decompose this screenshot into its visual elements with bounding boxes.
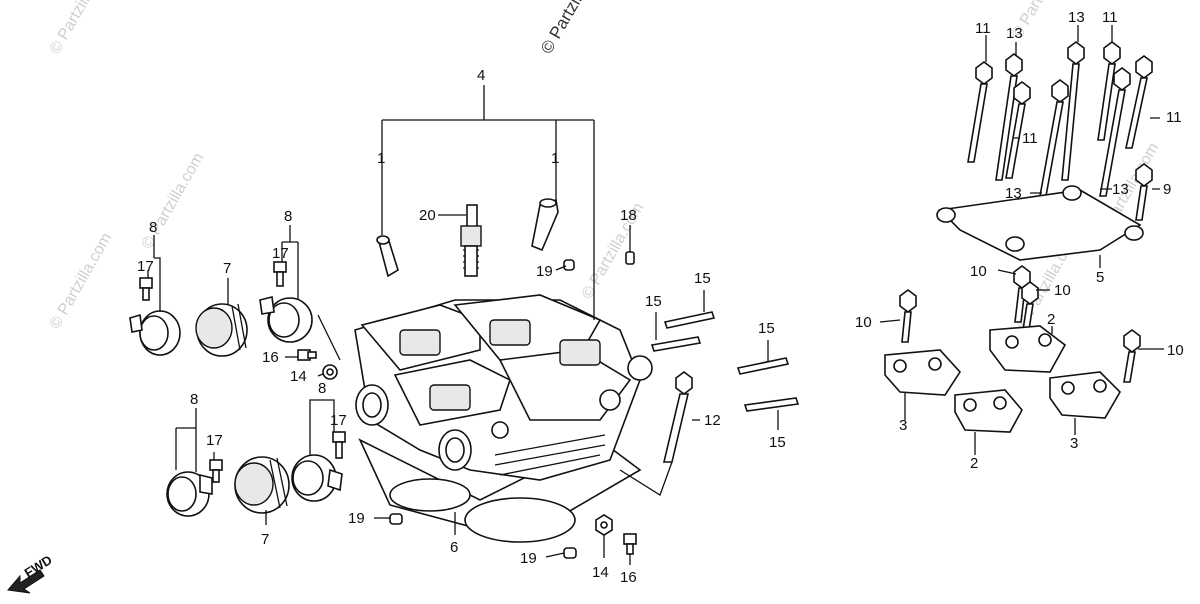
dowel-pin-19-bottom-left[interactable] xyxy=(389,513,403,525)
callout-10[interactable]: 10 xyxy=(1167,342,1184,359)
callout-11[interactable]: 11 xyxy=(1022,130,1038,147)
callout-5[interactable]: 5 xyxy=(1096,269,1104,286)
callout-10[interactable]: 10 xyxy=(970,263,987,280)
watermark: © Partzilla.com xyxy=(579,200,648,302)
callout-13[interactable]: 13 xyxy=(1005,185,1022,202)
callout-8[interactable]: 8 xyxy=(284,208,292,225)
washer-14-upper[interactable] xyxy=(322,364,338,380)
bolts-10[interactable] xyxy=(899,265,1141,383)
camshaft-holder-2-bottom[interactable] xyxy=(954,389,1023,433)
stud-bolt-15[interactable] xyxy=(650,311,800,412)
fwd-arrow-icon xyxy=(7,569,45,594)
callout-11[interactable]: 11 xyxy=(975,20,991,37)
bolt-17-top-mid[interactable] xyxy=(273,261,287,287)
callout-9[interactable]: 9 xyxy=(1163,181,1171,198)
watermark: © Partzilla.com xyxy=(139,150,208,252)
callout-7[interactable]: 7 xyxy=(223,260,231,277)
callout-10[interactable]: 10 xyxy=(1054,282,1071,299)
bolt-16-upper[interactable] xyxy=(297,349,317,361)
callout-11[interactable]: 11 xyxy=(1166,109,1182,126)
callout-1[interactable]: 1 xyxy=(551,150,559,167)
intake-holder-7-top[interactable] xyxy=(195,303,248,357)
camshaft-holder-5[interactable] xyxy=(936,185,1144,261)
callout-13[interactable]: 13 xyxy=(1006,25,1023,42)
bolt-12[interactable] xyxy=(662,371,693,463)
bolt-17-bottom-mid[interactable] xyxy=(332,431,346,459)
clamp-8-top-left[interactable] xyxy=(129,310,181,356)
callout-4[interactable]: 4 xyxy=(477,67,485,84)
callout-8[interactable]: 8 xyxy=(149,219,157,236)
fwd-indicator: FWD xyxy=(7,552,55,594)
watermark: © Partzilla.com xyxy=(537,0,611,57)
callout-17[interactable]: 17 xyxy=(137,258,154,275)
callout-19[interactable]: 19 xyxy=(536,263,553,280)
callout-13[interactable]: 13 xyxy=(1068,9,1085,26)
callout-16[interactable]: 16 xyxy=(262,349,279,366)
dowel-pin-19-top[interactable] xyxy=(563,259,575,271)
callout-15[interactable]: 15 xyxy=(645,293,662,310)
bolt-17-top-left[interactable] xyxy=(139,277,153,301)
callout-7[interactable]: 7 xyxy=(261,531,269,548)
washer-14-bottom[interactable] xyxy=(595,514,613,536)
callout-14[interactable]: 14 xyxy=(592,564,609,581)
valve-guide-left[interactable] xyxy=(376,235,399,278)
callouts: 4 1 1 20 18 19 8 17 7 8 17 16 14 8 17 8 … xyxy=(137,9,1184,586)
callout-19[interactable]: 19 xyxy=(520,550,537,567)
leader-lines xyxy=(147,25,1164,565)
callout-14[interactable]: 14 xyxy=(290,368,307,385)
watermarks: © Partzilla.com © Partzilla.com © Partzi… xyxy=(47,0,1163,332)
callout-11[interactable]: 11 xyxy=(1102,9,1118,26)
head-cover-bolts-11-13[interactable] xyxy=(967,41,1153,221)
callout-8[interactable]: 8 xyxy=(190,391,198,408)
callout-17[interactable]: 17 xyxy=(206,432,223,449)
callout-20[interactable]: 20 xyxy=(419,207,436,224)
callout-18[interactable]: 18 xyxy=(620,207,637,224)
clamp-8-bottom-mid[interactable] xyxy=(291,454,343,502)
watermark: © Partzilla.com xyxy=(47,230,116,332)
watermark: © Partzilla.com xyxy=(47,0,116,57)
callout-17[interactable]: 17 xyxy=(272,245,289,262)
callout-1[interactable]: 1 xyxy=(377,150,385,167)
camshaft-holder-2-top[interactable] xyxy=(989,325,1067,373)
clamp-8-top-mid[interactable] xyxy=(259,296,313,343)
spark-plug[interactable] xyxy=(460,204,482,277)
bolt-17-bottom-left[interactable] xyxy=(209,459,223,483)
callout-3[interactable]: 3 xyxy=(899,417,907,434)
callout-2[interactable]: 2 xyxy=(1047,311,1055,328)
dowel-pin-19-bottom-right[interactable] xyxy=(563,547,577,559)
callout-17[interactable]: 17 xyxy=(330,412,347,429)
callout-6[interactable]: 6 xyxy=(450,539,458,556)
callout-8[interactable]: 8 xyxy=(318,380,326,397)
callout-3[interactable]: 3 xyxy=(1070,435,1078,452)
callout-15[interactable]: 15 xyxy=(769,434,786,451)
valve-guide-right[interactable] xyxy=(531,198,559,252)
camshaft-holder-3-left[interactable] xyxy=(884,349,962,396)
intake-holder-7-bottom[interactable] xyxy=(234,456,290,514)
clamp-8-bottom-left[interactable] xyxy=(166,471,213,517)
bolt-16-bottom[interactable] xyxy=(623,533,637,555)
camshaft-holder-3-right[interactable] xyxy=(1049,371,1121,419)
callout-19[interactable]: 19 xyxy=(348,510,365,527)
callout-15[interactable]: 15 xyxy=(694,270,711,287)
callout-2[interactable]: 2 xyxy=(970,455,978,472)
callout-12[interactable]: 12 xyxy=(704,412,721,429)
callout-13[interactable]: 13 xyxy=(1112,181,1129,198)
callout-16[interactable]: 16 xyxy=(620,569,637,586)
cylinder-head[interactable] xyxy=(354,294,653,543)
callout-10[interactable]: 10 xyxy=(855,314,872,331)
callout-15[interactable]: 15 xyxy=(758,320,775,337)
dowel-pin[interactable] xyxy=(625,251,635,265)
